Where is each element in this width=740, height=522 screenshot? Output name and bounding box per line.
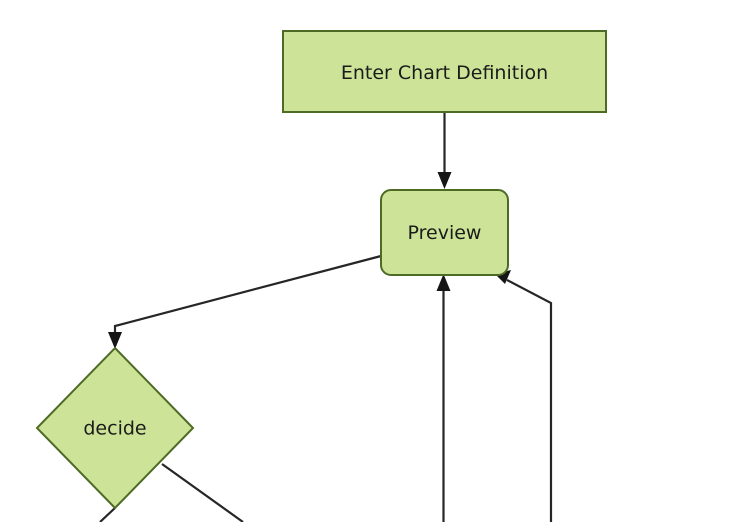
edge-line (99, 507, 116, 522)
node-shape-diamond[interactable] (35, 346, 195, 510)
edge-line (506, 279, 553, 522)
edge-return-center-to-preview (436, 274, 451, 522)
arrow-head-icon (108, 332, 122, 349)
node-shape-rectangle[interactable] (282, 30, 607, 113)
edge-decide-out-right (161, 463, 244, 522)
node-preview[interactable]: Preview (380, 189, 509, 276)
arrow-head-icon (437, 172, 452, 189)
node-enter-chart-definition[interactable]: Enter Chart Definition (282, 30, 607, 113)
node-shape-rounded-rectangle[interactable] (380, 189, 509, 276)
edge-line (113, 254, 382, 336)
edge-preview-to-decide (108, 254, 382, 349)
arrow-head-icon (436, 274, 451, 291)
edge-enter-to-preview (437, 112, 452, 189)
edge-decide-out-bottom (99, 507, 116, 522)
node-decide[interactable]: decide (35, 346, 195, 510)
edge-line (161, 463, 244, 522)
edge-return-right-to-preview (495, 270, 553, 522)
